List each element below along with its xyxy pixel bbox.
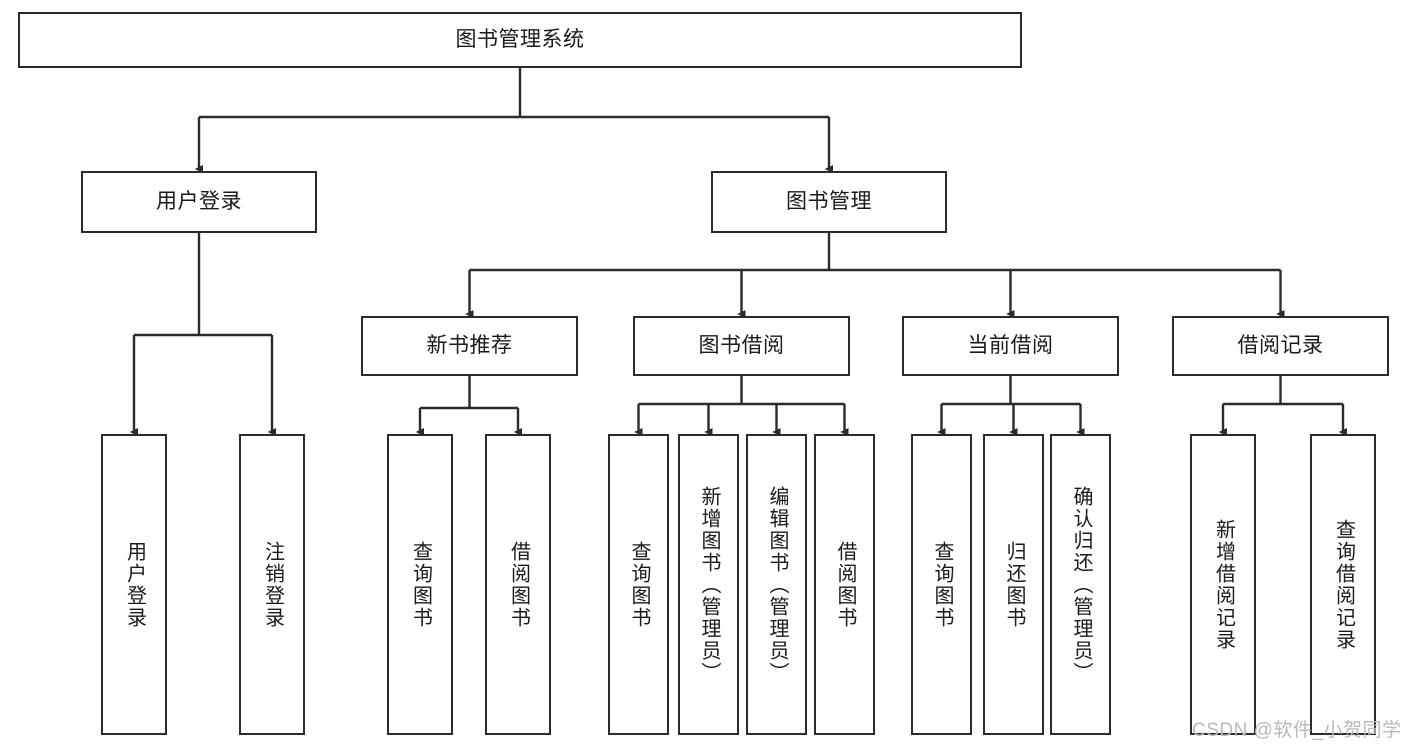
watermark-text: CSDN @软件_小贺同学 <box>1192 720 1402 741</box>
node-label: 当前借阅 <box>967 333 1054 357</box>
node-l-query3[interactable]: 查询图书 <box>911 434 972 735</box>
node-current[interactable]: 当前借阅 <box>902 316 1119 376</box>
node-label: 借阅图书 <box>834 540 856 629</box>
node-bookmgmt[interactable]: 图书管理 <box>711 171 947 233</box>
node-label: 查询图书 <box>409 540 432 629</box>
node-label: 查询图书 <box>628 540 650 629</box>
node-root[interactable]: 图书管理系统 <box>18 12 1022 68</box>
node-l-query2[interactable]: 查询图书 <box>608 434 669 735</box>
node-label: 新书推荐 <box>426 333 513 357</box>
node-label: 查询借阅记录 <box>1332 518 1355 651</box>
node-label: 归还图书 <box>1003 540 1025 629</box>
node-label: 编辑图书（管理员） <box>766 485 788 684</box>
node-l-confirm[interactable]: 确认归还（管理员） <box>1050 434 1111 735</box>
node-l-borrow2[interactable]: 借阅图书 <box>814 434 875 735</box>
node-l-queryrec[interactable]: 查询借阅记录 <box>1310 434 1376 735</box>
node-label: 图书管理 <box>786 189 872 213</box>
node-label: 新增图书（管理员） <box>698 485 720 684</box>
node-label: 图书借阅 <box>698 333 785 357</box>
node-borrow[interactable]: 图书借阅 <box>633 316 850 376</box>
node-l-edit[interactable]: 编辑图书（管理员） <box>746 434 807 735</box>
node-label: 用户登录 <box>123 540 146 629</box>
node-label: 用户登录 <box>156 189 242 213</box>
node-label: 注销登录 <box>261 540 284 629</box>
node-l-query1[interactable]: 查询图书 <box>387 434 453 735</box>
node-l-logout[interactable]: 注销登录 <box>239 434 305 735</box>
node-records[interactable]: 借阅记录 <box>1172 316 1389 376</box>
node-newbook[interactable]: 新书推荐 <box>361 316 578 376</box>
node-label: 确认归还（管理员） <box>1070 485 1092 684</box>
node-label: 借阅图书 <box>507 540 530 629</box>
node-l-addrec[interactable]: 新增借阅记录 <box>1190 434 1256 735</box>
node-label: 图书管理系统 <box>455 27 585 51</box>
node-l-add[interactable]: 新增图书（管理员） <box>678 434 739 735</box>
node-label: 新增借阅记录 <box>1212 518 1235 651</box>
node-l-return[interactable]: 归还图书 <box>983 434 1044 735</box>
edge-lines <box>129 68 1347 436</box>
node-login[interactable]: 用户登录 <box>81 171 317 233</box>
node-label: 查询图书 <box>931 540 953 629</box>
node-l-login[interactable]: 用户登录 <box>101 434 167 735</box>
node-l-borrow1[interactable]: 借阅图书 <box>485 434 551 735</box>
node-label: 借阅记录 <box>1237 333 1324 357</box>
